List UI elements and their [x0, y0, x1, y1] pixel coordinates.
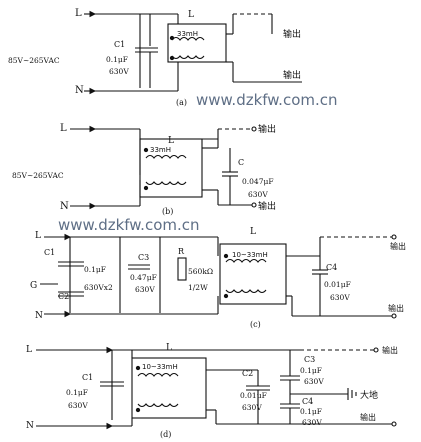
c1-value-c: 0.1μF	[84, 265, 106, 274]
vin-label-b: 85V~265VAC	[12, 171, 64, 180]
c1-label-d: C1	[82, 373, 93, 382]
c1-label-c: C1	[44, 248, 55, 257]
neutral-label-d: N	[26, 421, 34, 431]
c4-value2-c: 630V	[330, 293, 350, 302]
coil-top-c	[225, 258, 267, 263]
neutral-label-c: N	[35, 311, 43, 321]
c2-value-c: 630Vx2	[84, 283, 113, 292]
cap-label-b: C	[238, 158, 244, 167]
watermark-2: www.dzkfw.com.cn	[58, 216, 200, 234]
c3-value1-d: 0.1μF	[300, 366, 322, 375]
line-label-c: L	[35, 231, 41, 241]
cap-label-a: C1	[114, 40, 125, 49]
watermark-1: www.dzkfw.com.cn	[196, 91, 338, 109]
coil-top-d	[137, 372, 179, 377]
c2-value1-d: 0.01μF	[240, 391, 267, 400]
output-label2-d: 输出	[360, 412, 376, 422]
neutral-label-a: N	[75, 85, 84, 96]
cap-value1-a: 0.1μF	[106, 55, 128, 64]
tag-a: (a)	[176, 98, 187, 107]
tag-d: (d)	[160, 430, 171, 439]
c3-label-d: C3	[304, 355, 315, 364]
output-label2-b: 输出	[258, 200, 276, 212]
r-label-c: R	[178, 247, 185, 256]
coil-bottom-c	[225, 289, 267, 294]
inductor-value-a: 33mH	[177, 30, 198, 38]
output-label1-b: 输出	[258, 123, 276, 135]
c4-value1-c: 0.01μF	[324, 280, 351, 289]
inductor-value-d: 10~33mH	[142, 363, 178, 371]
inductor-d	[131, 357, 207, 419]
line-label-a: L	[75, 8, 82, 19]
inductor-b	[139, 138, 203, 198]
output-label1-a: 输出	[283, 28, 301, 40]
c3-value2-c: 630V	[135, 285, 155, 294]
c1-value2-d: 630V	[68, 401, 88, 410]
inductor-label-c: L	[250, 227, 256, 237]
c4-label-d: C4	[302, 397, 313, 406]
c3-label-c: C3	[138, 253, 149, 262]
c4-label-c: C4	[326, 263, 337, 272]
neutral-label-b: N	[60, 201, 69, 212]
coil-top-a	[171, 36, 205, 41]
earth-label-d: 大地	[360, 389, 378, 401]
inductor-label-a: L	[188, 10, 194, 20]
output-label1-d: 输出	[382, 345, 398, 355]
c2-label-d: C2	[242, 369, 253, 378]
cap-value1-b: 0.047μF	[242, 177, 274, 186]
circuit-a: L L 33mH C1 0.1μF 630V 85V~265VAC 输出 输出 …	[8, 8, 302, 107]
coil-bottom-b	[145, 181, 187, 186]
resistor-c	[177, 257, 187, 281]
output-label2-a: 输出	[283, 69, 301, 81]
inductor-value-b: 33mH	[150, 146, 171, 154]
inductor-label-d: L	[166, 343, 172, 353]
coil-top-b	[145, 154, 187, 159]
c4-value2-d: 630V	[302, 418, 322, 427]
c3-value1-c: 0.47μF	[130, 273, 157, 282]
circuit-d: L C1 0.1μF 630V L 10~33mH C2 0.01μF 630V	[26, 343, 398, 439]
inductor-label-b: L	[168, 136, 174, 146]
ground-label-c: G	[30, 281, 37, 291]
line-label-d: L	[26, 345, 32, 355]
r-value2-c: 1/2W	[188, 283, 208, 292]
circuit-c: L C1 0.1μF G C2 630Vx2 C3 0.47μF 630V R …	[30, 227, 406, 329]
coil-bottom-d	[137, 403, 179, 408]
c4-value1-d: 0.1μF	[300, 407, 322, 416]
inductor-c	[219, 243, 287, 305]
coil-bottom-a	[171, 55, 205, 60]
c3-value2-d: 630V	[304, 377, 324, 386]
vin-label-a: 85V~265VAC	[8, 56, 60, 65]
c1-value1-d: 0.1μF	[66, 388, 88, 397]
tag-c: (c)	[250, 320, 261, 329]
tag-b: (b)	[162, 207, 173, 216]
cap-value2-b: 630V	[248, 190, 268, 199]
c2-value2-d: 630V	[242, 403, 262, 412]
line-label-b: L	[60, 123, 67, 134]
output-label1-c: 输出	[390, 241, 406, 251]
inductor-a	[167, 23, 227, 63]
r-value1-c: 560kΩ	[188, 267, 213, 276]
output-label2-c: 输出	[388, 303, 404, 313]
inductor-value-c: 10~33mH	[232, 251, 268, 259]
circuit-b: L L 33mH 输出 C 0.047μF 630V 输出 85V~265VAC…	[12, 123, 276, 216]
cap-value2-a: 630V	[109, 67, 129, 76]
